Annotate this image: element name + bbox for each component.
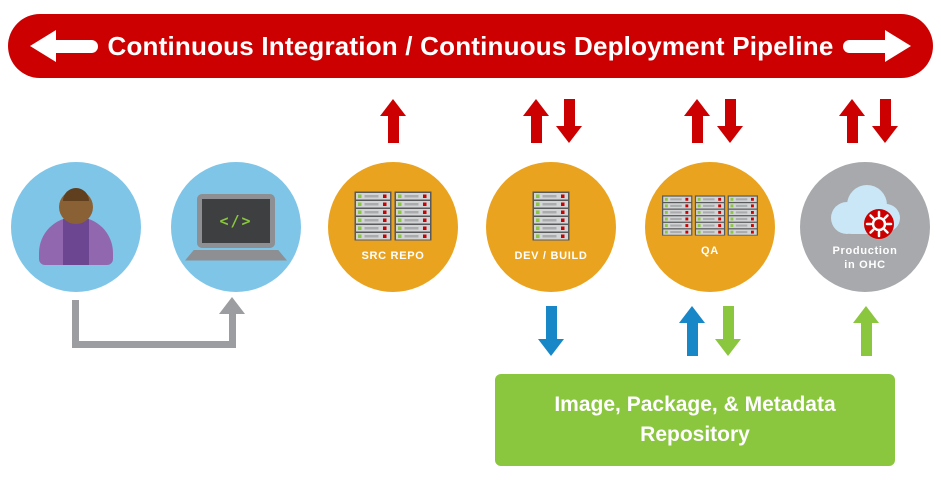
banner-left-arrow-icon <box>30 30 98 62</box>
src-repo-up-arrow-icon <box>380 99 406 143</box>
node-workstation: </> <box>171 162 301 292</box>
cloud-openshift-icon <box>831 184 900 239</box>
node-label-production: Production in OHC <box>832 244 898 271</box>
server-stack-icon <box>532 191 570 241</box>
pipeline-banner: Continuous Integration / Continuous Depl… <box>8 14 933 78</box>
connector-arrowhead-icon <box>219 297 245 314</box>
node-developer <box>11 162 141 292</box>
banner-right-arrow-icon <box>843 30 911 62</box>
node-label-dev-build: DEV / BUILD <box>514 249 588 262</box>
server-stack-icon <box>661 195 759 236</box>
node-label-qa: QA <box>701 245 719 258</box>
laptop-code-icon: </> <box>185 193 287 261</box>
dev-build-to-repo-down-arrow-icon <box>538 306 564 356</box>
qa-up-arrow-icon <box>684 99 710 143</box>
server-stack-icon <box>354 191 432 241</box>
node-production: Production in OHC <box>800 162 930 292</box>
person-body <box>39 216 113 265</box>
repository-box-line2: Repository <box>640 423 750 446</box>
laptop-screen: </> <box>197 193 275 248</box>
production-down-arrow-icon <box>872 99 898 143</box>
repo-to-qa-up-arrow-icon <box>679 306 705 356</box>
connector-horizontal <box>72 341 236 348</box>
repository-box-line1: Image, Package, & Metadata <box>554 392 836 416</box>
repo-to-production-up-arrow-icon <box>853 306 879 356</box>
left-arrow-stem <box>56 39 98 53</box>
connector-vertical-left <box>72 300 79 348</box>
qa-to-repo-down-arrow-icon <box>715 306 741 356</box>
right-arrow-stem <box>843 39 885 53</box>
right-arrowhead <box>885 30 911 62</box>
dev-build-down-arrow-icon <box>556 99 582 143</box>
dev-build-up-arrow-icon <box>523 99 549 143</box>
person-icon <box>39 187 113 265</box>
person-head <box>59 187 93 224</box>
pipeline-banner-title: Continuous Integration / Continuous Depl… <box>107 30 834 61</box>
node-src-repo: SRC REPO <box>328 162 458 292</box>
connector-vertical-right <box>229 312 236 348</box>
qa-down-arrow-icon <box>717 99 743 143</box>
openshift-gear-icon <box>864 208 894 239</box>
left-arrowhead <box>30 30 56 62</box>
node-label-src-repo: SRC REPO <box>361 249 425 262</box>
node-qa: QA <box>645 162 775 292</box>
code-glyph: </> <box>219 211 253 230</box>
node-dev-build: DEV / BUILD <box>486 162 616 292</box>
repository-box: Image, Package, & Metadata Repository <box>495 374 895 466</box>
production-up-arrow-icon <box>839 99 865 143</box>
laptop-base <box>185 249 287 261</box>
